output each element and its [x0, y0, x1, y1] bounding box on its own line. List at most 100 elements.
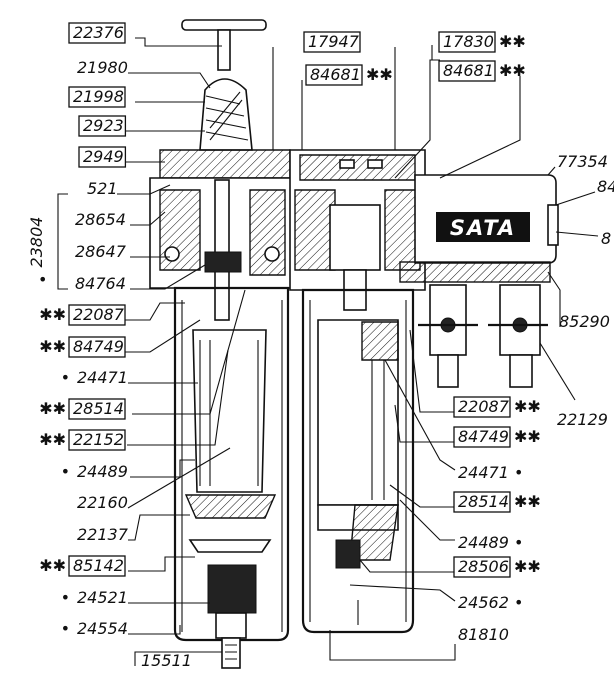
double-star-marker: ✱✱	[39, 337, 66, 356]
label-box	[68, 86, 126, 108]
part-label-81810: 81810	[458, 625, 509, 644]
part-number: 84764	[75, 274, 126, 293]
part-label-15511: 15511	[141, 651, 192, 670]
adjusting-spindle	[217, 29, 231, 71]
label-box	[68, 304, 126, 326]
valve-seat	[204, 251, 242, 273]
part-number: 24471	[458, 463, 509, 482]
part-label-22376: 22376	[68, 22, 126, 44]
part-number: 77354	[557, 152, 608, 171]
part-number: 28514	[73, 399, 124, 418]
part-number: 22160	[77, 493, 128, 512]
double-star-marker: ✱✱	[366, 65, 393, 84]
part-label-28647: 28647	[75, 242, 127, 261]
part-number: 17947	[308, 32, 360, 51]
dot-marker: •	[61, 588, 70, 607]
part-label-24471: 24471•	[458, 463, 523, 482]
part-number: 24489	[458, 533, 509, 552]
valve-stem	[214, 179, 230, 321]
part-number: 84681	[443, 61, 494, 80]
label-box	[453, 556, 511, 578]
drain-nozzle	[221, 637, 241, 669]
part-number: 15511	[141, 651, 192, 670]
part-label-85142: 85142 ✱✱	[39, 555, 126, 577]
part-number: 22087	[458, 397, 510, 416]
label-box	[68, 429, 126, 451]
label-box	[303, 31, 361, 53]
part-label-17830: 17830✱✱	[438, 31, 526, 53]
filter-element	[192, 329, 267, 493]
part-label-24554: 24554•	[61, 619, 128, 638]
label-box	[68, 555, 126, 577]
part-number: 17830	[443, 32, 494, 51]
label-box	[453, 426, 511, 448]
part-number: 85290	[559, 312, 610, 331]
part-number: 28514	[458, 492, 509, 511]
assembly-marker: •	[38, 270, 47, 289]
outlet-manifold: SATA	[399, 174, 559, 388]
regulator-unit	[149, 19, 293, 669]
part-number: 22087	[73, 305, 125, 324]
part-label-84681: 84681 ✱✱	[438, 60, 526, 82]
part-label-2923: 2923	[78, 115, 127, 137]
part-label-28514: 28514 ✱✱	[39, 398, 126, 420]
label-box	[68, 398, 126, 420]
part-label-84764: 84764	[75, 274, 126, 293]
part-number: 22129	[557, 410, 608, 429]
part-label-24521: 24521•	[61, 588, 128, 607]
part-number: 2923	[83, 116, 124, 135]
filter-valve	[329, 204, 381, 271]
part-label-28506: 28506✱✱	[453, 556, 541, 578]
part-number: 84	[597, 177, 614, 196]
double-star-marker: ✱✱	[514, 492, 541, 511]
part-label-24471: 24471•	[61, 368, 128, 387]
label-box	[68, 336, 126, 358]
part-number: 85142	[73, 556, 124, 575]
part-label-84749: 84749✱✱	[39, 336, 126, 358]
part-label-22087: 22087 ✱✱	[39, 304, 126, 326]
part-label-85290: 85290•	[559, 312, 610, 331]
label-box	[305, 64, 363, 86]
part-number: 28647	[75, 242, 127, 261]
regulator-spring	[205, 95, 249, 141]
part-label-24489: 24489•	[458, 533, 523, 552]
label-box	[453, 491, 511, 513]
filter-cap	[299, 154, 416, 181]
label-box	[78, 115, 127, 137]
leader-lines	[57, 37, 599, 666]
brand-text: SATA	[450, 216, 516, 240]
label-box	[68, 22, 126, 44]
part-label-84: 84	[597, 177, 614, 196]
part-number: 22152	[73, 430, 124, 449]
part-number: 22376	[73, 23, 124, 42]
dot-marker: •	[61, 368, 70, 387]
part-number: 28654	[75, 210, 126, 229]
part-label-22160: 22160	[77, 493, 128, 512]
double-star-marker: ✱✱	[39, 399, 66, 418]
part-number: 28506	[458, 557, 509, 576]
part-label-21998: 21998	[68, 86, 126, 108]
filter-bowl	[301, 288, 415, 634]
label-box	[438, 60, 496, 82]
part-label-84749: 84749✱✱	[453, 426, 541, 448]
part-label-521: 521	[87, 179, 118, 198]
part-number: 8	[601, 229, 611, 248]
part-number-labels: 2237621980219982923294952128654286478476…	[39, 22, 614, 670]
part-number: 81810	[458, 625, 509, 644]
part-number: 521	[87, 179, 118, 198]
part-number: 2949	[83, 147, 124, 166]
part-label-28514: 28514 ✱✱	[453, 491, 541, 513]
part-label-77354: 77354	[557, 152, 608, 171]
label-box	[78, 146, 127, 168]
assembly-number: 23804	[27, 217, 46, 268]
part-number: 24562	[458, 593, 509, 612]
double-star-marker: ✱✱	[499, 61, 526, 80]
spring-bonnet	[199, 78, 253, 151]
drain-valve	[207, 564, 257, 614]
double-star-marker: ✱✱	[39, 305, 66, 324]
part-label-17947: 17947	[303, 31, 361, 53]
label-box	[438, 31, 496, 53]
double-star-marker: ✱✱	[39, 556, 66, 575]
